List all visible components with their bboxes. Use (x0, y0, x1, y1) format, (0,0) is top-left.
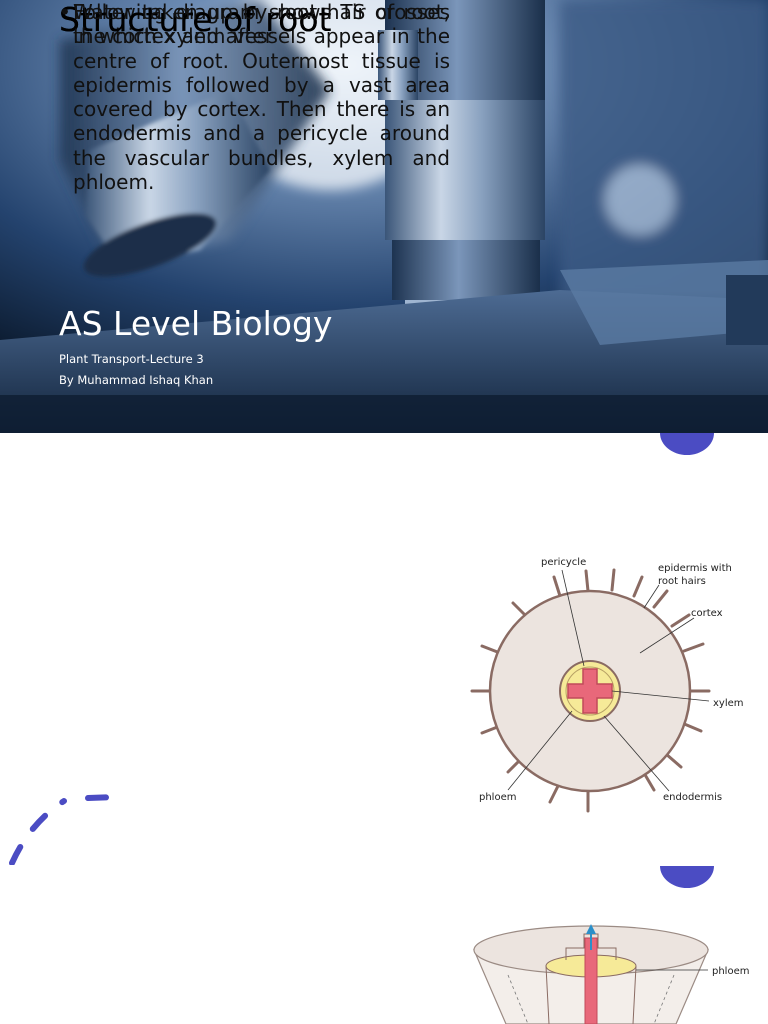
bullet-text: •Water taken up by root hair crosses the… (59, 0, 450, 49)
label-xylem: xylem (713, 698, 744, 709)
label-phloem: phloem (479, 792, 516, 803)
bullet-body: Water taken up by root hair crosses the … (73, 0, 450, 49)
root-cross-section-diagram: pericycle epidermis with root hairs cort… (470, 557, 744, 813)
label-endodermis: endodermis (663, 792, 722, 803)
accent-dashed-arc (9, 794, 121, 865)
bullet-point: • (59, 0, 71, 24)
slide-title: Structure of root (59, 0, 332, 39)
subtitle-lecture: Plant Transport-Lecture 3 (59, 352, 204, 366)
label-root-hairs: root hairs (658, 576, 706, 587)
bullet-text: •Following diagram shows TS of root, in … (59, 0, 450, 194)
accent-semicircle (660, 866, 714, 888)
label-phloem: phloem (712, 966, 749, 977)
accent-semicircle (660, 433, 714, 455)
label-pericycle: pericycle (541, 557, 586, 568)
root-3d-diagram: phloem (473, 924, 749, 1024)
title-slide: AS Level Biology Plant Transport-Lecture… (0, 0, 768, 433)
label-epidermis: epidermis with (658, 563, 732, 574)
bullet-body: Following diagram shows TS of root, in w… (73, 0, 450, 195)
bullet-point: • (59, 0, 71, 24)
microscope-photo (0, 0, 768, 433)
subtitle-author: By Muhammad Ishaq Khan (59, 373, 214, 387)
slide-title: Structure of root (59, 0, 332, 39)
label-cortex: cortex (691, 608, 723, 619)
presentation-title: AS Level Biology (59, 304, 333, 343)
